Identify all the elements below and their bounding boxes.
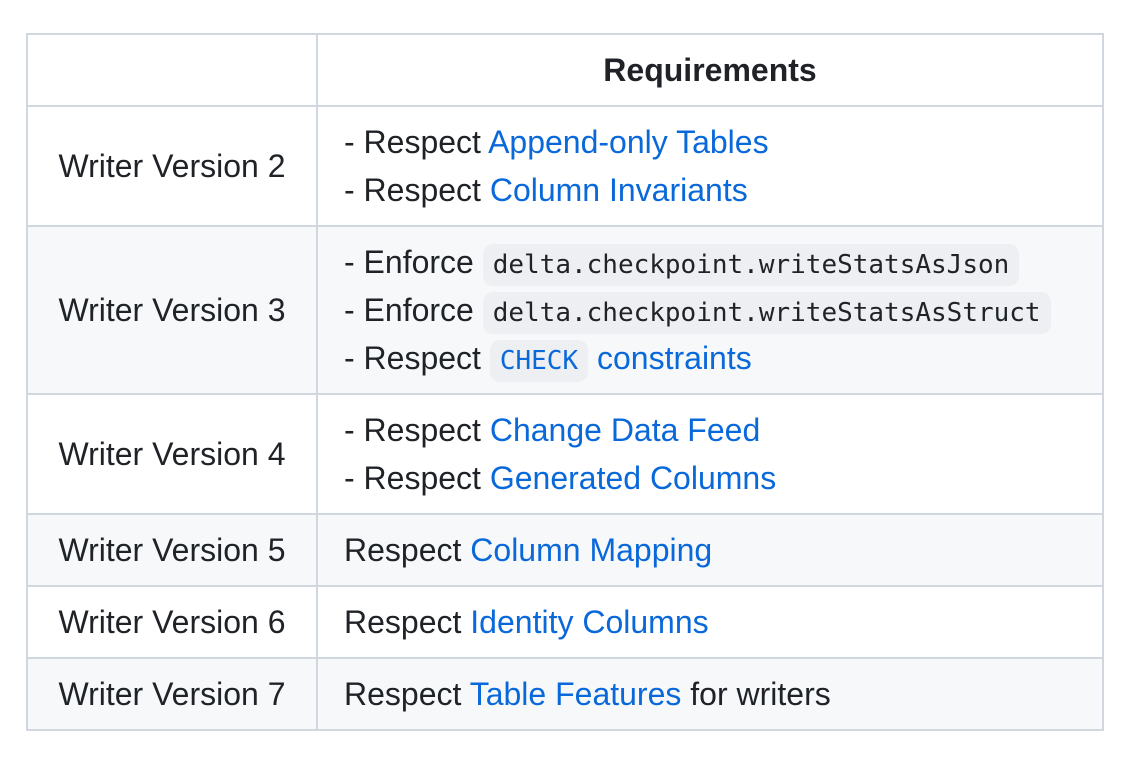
requirement-line: - Respect Generated Columns [344,454,1076,502]
code-span: CHECK [489,340,589,382]
table-row: Writer Version 3 - Enforce delta.checkpoi… [26,225,1104,395]
requirement-text: for writers [681,676,831,712]
requirement-text: Respect [344,676,470,712]
requirements-cell: Respect Table Features for writers [316,657,1104,731]
requirements-cell: - Respect Change Data Feed- Respect Gene… [316,393,1104,515]
writer-version-cell: Writer Version 4 [26,393,318,515]
requirement-link[interactable]: Append-only Tables [488,124,769,160]
requirement-line: - Enforce delta.checkpoint.writeStatsAsJ… [344,238,1076,286]
writer-version-cell: Writer Version 7 [26,657,318,731]
requirement-text: - Enforce [344,244,483,280]
table-row: Writer Version 6 Respect Identity Columns [26,585,1104,659]
requirement-text: - Respect [344,124,489,160]
writer-version-cell: Writer Version 5 [26,513,318,587]
requirement-link[interactable]: Change Data Feed [489,412,761,448]
requirement-link[interactable]: Column Invariants [489,172,748,208]
writer-version-cell: Writer Version 2 [26,105,318,227]
requirement-link[interactable]: Identity Columns [470,604,709,640]
requirement-link[interactable]: constraints [588,340,752,376]
requirement-link[interactable]: Column Mapping [470,532,713,568]
requirement-line: Respect Column Mapping [344,526,1076,574]
header-row: Requirements [26,33,1104,107]
code-link[interactable]: CHECK [489,340,589,382]
requirement-text: - Respect [344,412,490,448]
table-row: Writer Version 5 Respect Column Mapping [26,513,1104,587]
requirement-text: Respect [344,532,471,568]
writer-requirements-table: Requirements Writer Version 2- Respect A… [26,33,1104,731]
table-row: Writer Version 4- Respect Change Data Fe… [26,393,1104,515]
requirement-text: - Respect [344,340,490,376]
requirement-text: - Respect [344,460,490,496]
requirement-line: - Respect Append-only Tables [344,118,1076,166]
code-span: delta.checkpoint.writeStatsAsJson [482,244,1020,286]
requirements-column-header: Requirements [316,33,1104,107]
requirement-link[interactable]: Generated Columns [489,460,777,496]
requirements-cell: - Respect Append-only Tables- Respect Co… [316,105,1104,227]
table-row: Writer Version 2- Respect Append-only Ta… [26,105,1104,227]
requirement-text: Respect [344,604,471,640]
requirement-line: - Respect CHECK constraints [344,334,1076,382]
version-column-header [26,33,318,107]
requirement-line: - Respect Change Data Feed [344,406,1076,454]
code-span: delta.checkpoint.writeStatsAsStruct [482,292,1051,334]
writer-version-cell: Writer Version 6 [26,585,318,659]
requirement-link[interactable]: Table Features [469,676,682,712]
requirement-line: - Respect Column Invariants [344,166,1076,214]
requirement-line: - Enforce delta.checkpoint.writeStatsAsS… [344,286,1076,334]
requirement-text: - Respect [344,172,490,208]
requirement-line: Respect Identity Columns [344,598,1076,646]
requirement-text: - Enforce [344,292,483,328]
writer-version-cell: Writer Version 3 [26,225,318,395]
requirements-cell: Respect Column Mapping [316,513,1104,587]
requirements-cell: - Enforce delta.checkpoint.writeStatsAsJ… [316,225,1104,395]
table-body: Writer Version 2- Respect Append-only Ta… [26,105,1104,731]
requirement-line: Respect Table Features for writers [344,670,1076,718]
table-row: Writer Version 7 Respect Table Features f… [26,657,1104,731]
requirements-cell: Respect Identity Columns [316,585,1104,659]
